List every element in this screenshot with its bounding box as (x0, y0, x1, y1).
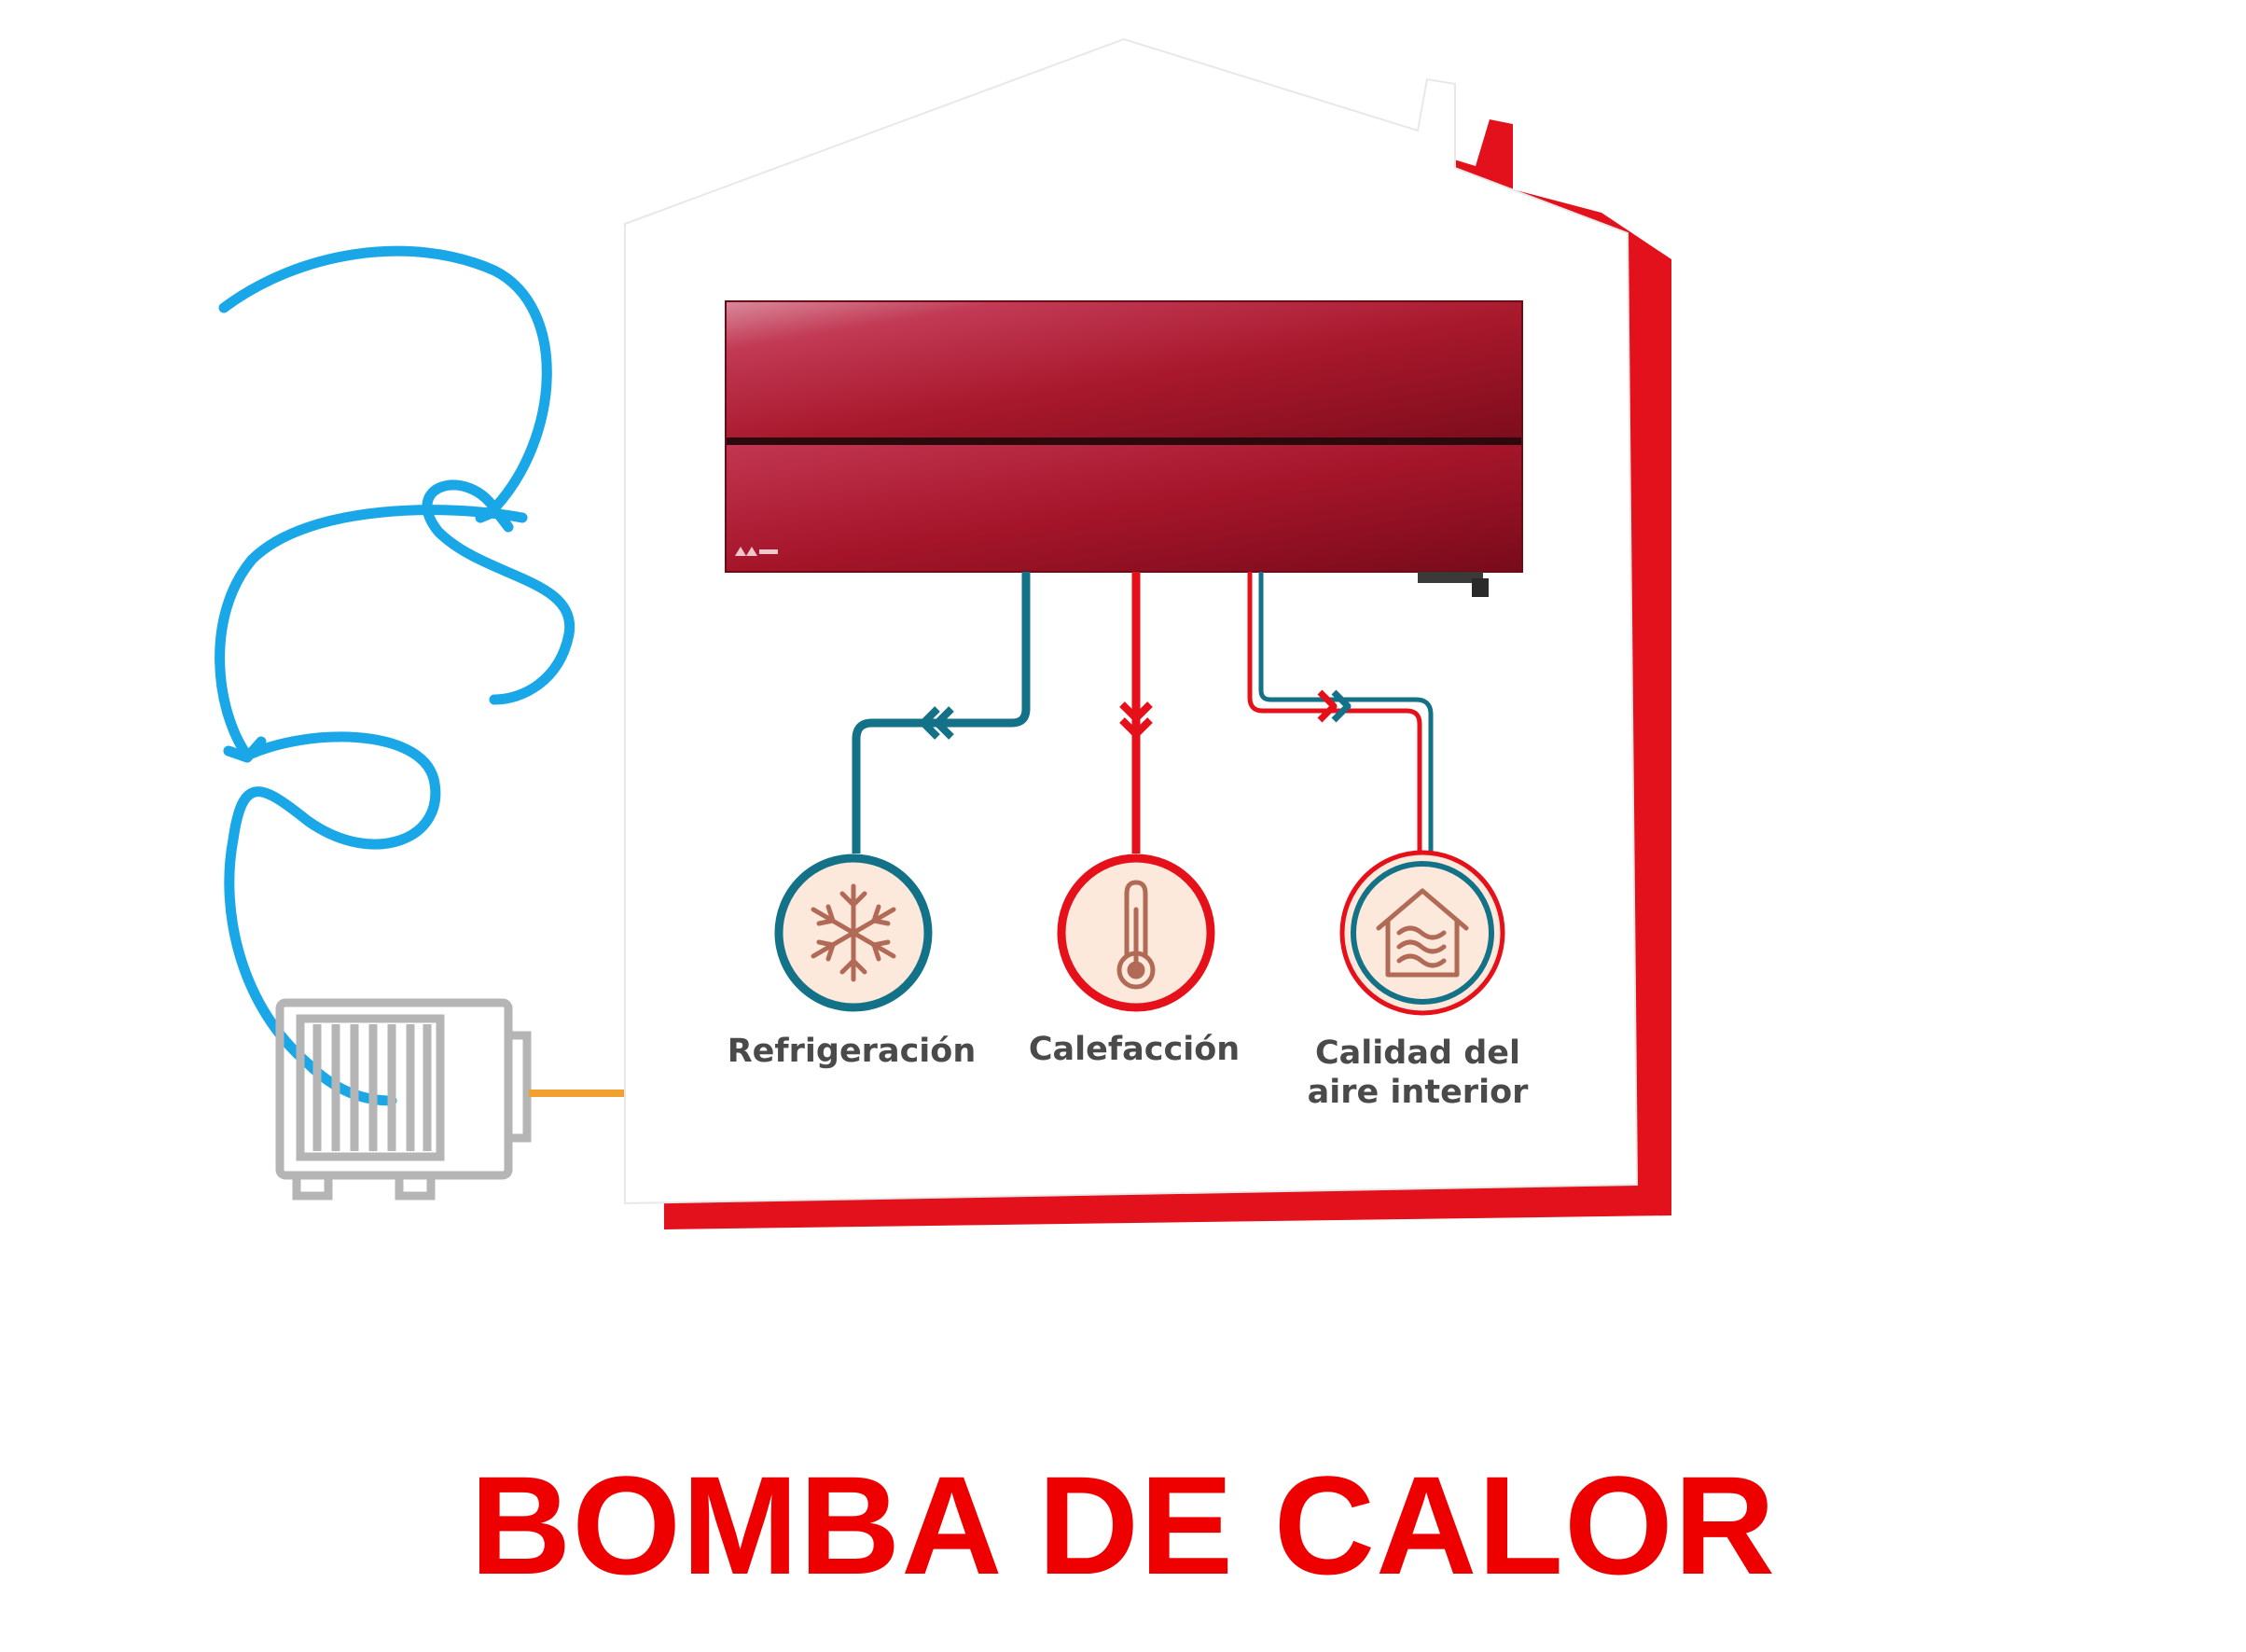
air-quality-line (1247, 572, 1434, 854)
cooling-function (774, 854, 933, 1012)
air-quality-label-line1: Calidad del (1315, 1034, 1520, 1072)
heating-function (1057, 854, 1215, 1012)
air-flow-swirl (215, 245, 575, 1106)
page-title: BOMBA DE CALOR (469, 1447, 1777, 1603)
cooling-label: Refrigeración (728, 1033, 977, 1070)
snowflake-icon (811, 883, 896, 982)
thermometer-icon (1116, 880, 1156, 990)
heating-line (1119, 572, 1153, 854)
heating-label: Calefacción (1029, 1031, 1240, 1068)
cooling-line (852, 572, 1031, 854)
indoor-ac-unit (725, 300, 1523, 597)
outdoor-unit (275, 998, 532, 1201)
brand-logo-icon (735, 547, 778, 556)
air-quality-label-line2: aire interior (1308, 1074, 1529, 1111)
house-air-icon (1376, 888, 1469, 978)
air-quality-function (1339, 850, 1505, 1016)
